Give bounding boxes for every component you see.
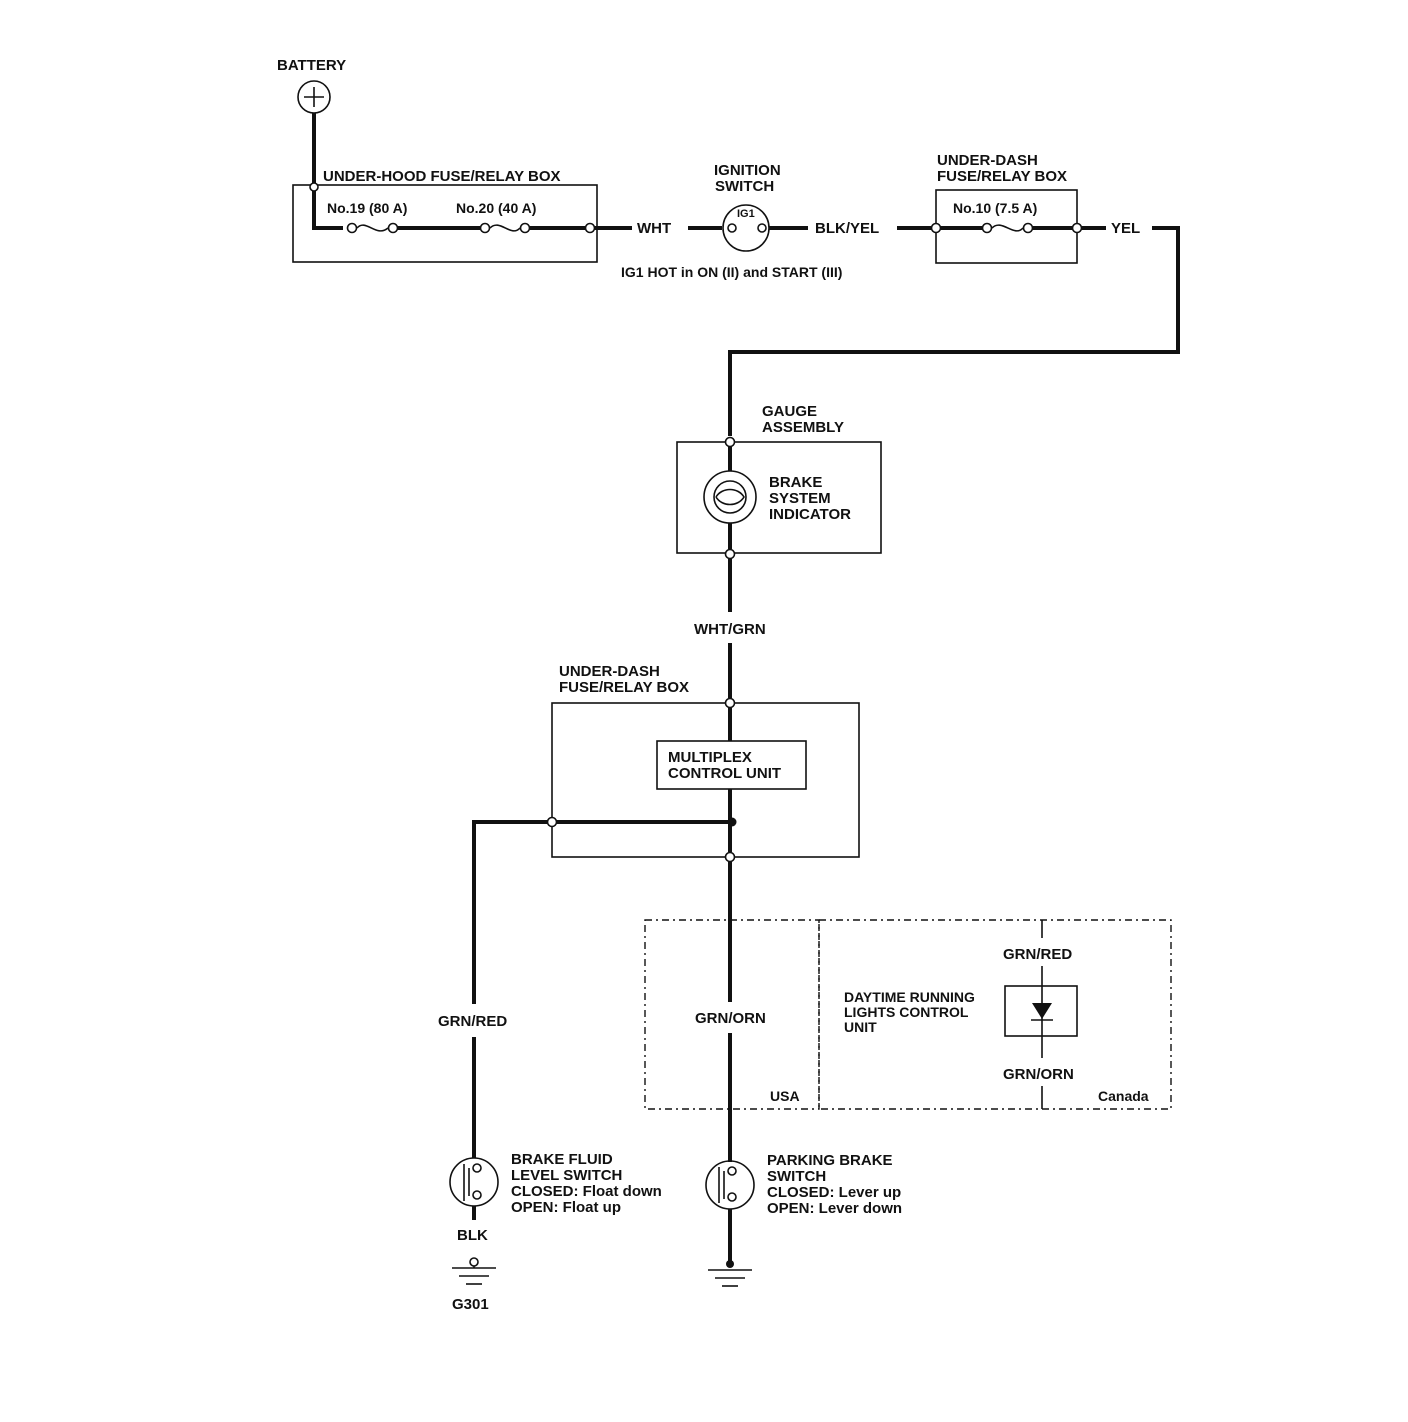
grn-red-wire-left xyxy=(472,820,547,1004)
parking-label-line3: CLOSED: Lever up xyxy=(767,1184,901,1201)
fluid-label-line1: BRAKE FLUID xyxy=(511,1151,613,1168)
wire-grn-orn-canada-label: GRN/ORN xyxy=(1003,1066,1074,1083)
parking-brake-switch-icon xyxy=(705,1160,755,1210)
yel-wire xyxy=(728,226,1180,436)
mcu-label-line1: MULTIPLEX xyxy=(668,749,752,766)
battery-label: BATTERY xyxy=(277,57,346,74)
fuse-20-label: No.20 (40 A) xyxy=(456,200,536,216)
wire-grn-orn-usa-label: GRN/ORN xyxy=(695,1010,766,1027)
battery-wire xyxy=(312,113,343,230)
wire-blk-label: BLK xyxy=(457,1227,488,1244)
brake-indicator-bulb-icon xyxy=(703,470,757,524)
brake-fluid-level-switch-icon xyxy=(449,1157,499,1207)
wire-wht-grn-label: WHT/GRN xyxy=(694,621,766,638)
ig1-label: IG1 xyxy=(737,208,755,220)
fuse-10-label: No.10 (7.5 A) xyxy=(953,200,1037,216)
drl-label-line2: LIGHTS CONTROL xyxy=(844,1004,969,1020)
underhood-input-terminal xyxy=(309,182,319,192)
fuse-10-icon xyxy=(930,222,1083,234)
underdash-mid-label-line1: UNDER-DASH xyxy=(559,663,660,680)
underhood-fuse-relay-box xyxy=(292,184,598,263)
underhood-box-label: UNDER-HOOD FUSE/RELAY BOX xyxy=(323,168,561,185)
ignition-label-line2: SWITCH xyxy=(715,178,774,195)
ground-g301-icon xyxy=(452,1266,496,1285)
wire-blk-yel-label: BLK/YEL xyxy=(815,220,879,237)
usa-label: USA xyxy=(770,1088,800,1104)
gauge-label-line2: ASSEMBLY xyxy=(762,419,844,436)
usa-option-region xyxy=(644,919,820,1110)
parking-label-line4: OPEN: Lever down xyxy=(767,1200,902,1217)
wire-yel-label: YEL xyxy=(1111,220,1140,237)
canada-label: Canada xyxy=(1098,1088,1149,1104)
underdash-top-label-line2: FUSE/RELAY BOX xyxy=(937,168,1067,185)
indicator-label-line1: BRAKE xyxy=(769,474,822,491)
fuse-19-icon xyxy=(346,222,399,234)
ground-g301-label: G301 xyxy=(452,1296,489,1313)
parking-label-line1: PARKING BRAKE xyxy=(767,1152,893,1169)
ignition-label-line1: IGNITION xyxy=(714,162,781,179)
wire-wht-label: WHT xyxy=(637,220,671,237)
drl-label-line1: DAYTIME RUNNING xyxy=(844,989,975,1005)
drl-control-unit-box xyxy=(1004,985,1078,1037)
underhood-output-terminal xyxy=(584,222,596,234)
fluid-label-line2: LEVEL SWITCH xyxy=(511,1167,622,1184)
fluid-label-line4: OPEN: Float up xyxy=(511,1199,621,1216)
ig1-hot-note: IG1 HOT in ON (II) and START (III) xyxy=(621,264,842,280)
parking-ground-icon xyxy=(708,1269,752,1287)
battery-icon xyxy=(297,80,331,114)
indicator-label-line3: INDICATOR xyxy=(769,506,851,523)
underdash-mid-label-line2: FUSE/RELAY BOX xyxy=(559,679,689,696)
fuse-20-icon xyxy=(479,222,531,234)
parking-label-line2: SWITCH xyxy=(767,1168,826,1185)
wire-grn-red-canada-label: GRN/RED xyxy=(1003,946,1072,963)
underdash-fuse-relay-box-mid xyxy=(551,702,860,858)
wire-grn-red-left-label: GRN/RED xyxy=(438,1013,507,1030)
diode-icon xyxy=(1031,986,1053,1036)
fuse-19-label: No.19 (80 A) xyxy=(327,200,407,216)
mcu-label-line2: CONTROL UNIT xyxy=(668,765,781,782)
indicator-label-line2: SYSTEM xyxy=(769,490,831,507)
fluid-label-line3: CLOSED: Float down xyxy=(511,1183,662,1200)
gauge-assembly-box xyxy=(676,441,882,554)
gauge-label-line1: GAUGE xyxy=(762,403,817,420)
underdash-top-label-line1: UNDER-DASH xyxy=(937,152,1038,169)
drl-label-line3: UNIT xyxy=(844,1019,877,1035)
canada-option-region xyxy=(818,919,1172,1110)
